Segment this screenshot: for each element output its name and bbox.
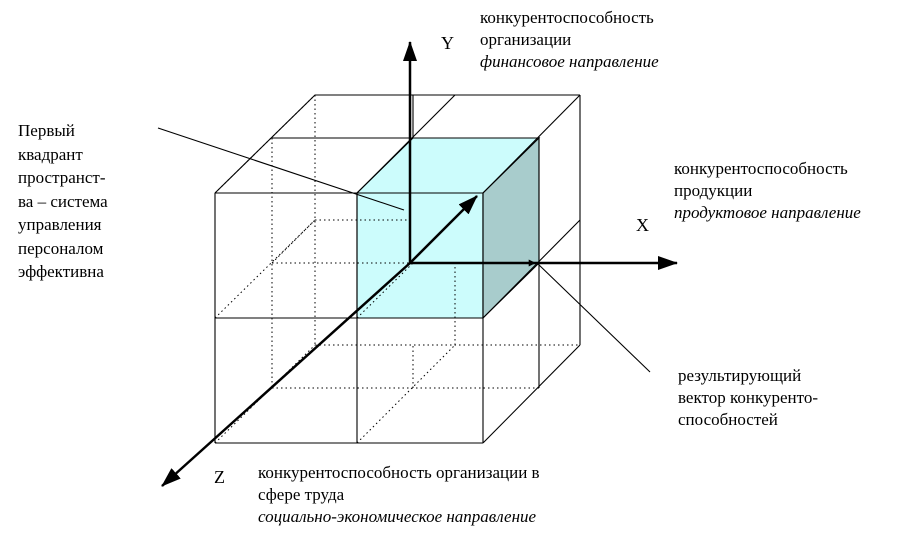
quadrant-caption-line7: эффективна bbox=[18, 262, 104, 281]
quadrant-caption-line3: пространст- bbox=[18, 168, 106, 187]
x-caption-line2: продукции bbox=[674, 181, 753, 200]
quadrant-leader-line bbox=[157, 127, 405, 211]
y-caption-line1: конкурентоспособность bbox=[480, 8, 654, 27]
x-axis-caption: конкурентоспособность продукции продукто… bbox=[674, 158, 861, 224]
z-caption-line2: сфере труда bbox=[258, 485, 345, 504]
quadrant-caption-line2: квадрант bbox=[18, 144, 83, 164]
quadrant-caption-line4: ва – система bbox=[18, 191, 108, 211]
vector-leader-line bbox=[536, 262, 651, 373]
z-axis-arrow bbox=[161, 262, 411, 487]
vector-caption-line1: результирующий bbox=[678, 366, 802, 385]
x-caption-direction: продуктовое направление bbox=[674, 203, 861, 222]
z-caption-direction: социально-экономическое направление bbox=[258, 507, 537, 526]
quadrant-cube-front-face bbox=[356, 192, 484, 319]
quadrant-caption: Первый квадрант пространст- ва – система… bbox=[18, 119, 108, 284]
y-axis-caption: конкурентоспособность организации финанс… bbox=[480, 7, 659, 73]
quadrant-caption-line1: Первый bbox=[18, 121, 75, 140]
z-caption-line1: конкурентоспособность организации в bbox=[258, 463, 540, 482]
z-axis-caption: конкурентоспособность организации в сфер… bbox=[258, 462, 540, 528]
vector-caption: результирующий вектор конкуренто- способ… bbox=[678, 365, 818, 431]
z-axis-label: Z bbox=[214, 467, 225, 487]
visible-grid-lines bbox=[214, 94, 581, 444]
vector-caption-line3: способностей bbox=[678, 410, 778, 429]
x-caption-line1: конкурентоспособность bbox=[674, 159, 848, 178]
quadrant-caption-line6: персоналом bbox=[18, 238, 104, 258]
vector-caption-line2: вектор конкуренто- bbox=[678, 388, 818, 407]
y-caption-line2: организации bbox=[480, 30, 572, 49]
y-caption-direction: финансовое направление bbox=[480, 52, 659, 71]
x-axis-label: X bbox=[636, 215, 649, 235]
y-axis-label: Y bbox=[441, 33, 454, 53]
quadrant-caption-line5: управления bbox=[18, 215, 102, 234]
resultant-vector-arrow bbox=[409, 195, 478, 264]
